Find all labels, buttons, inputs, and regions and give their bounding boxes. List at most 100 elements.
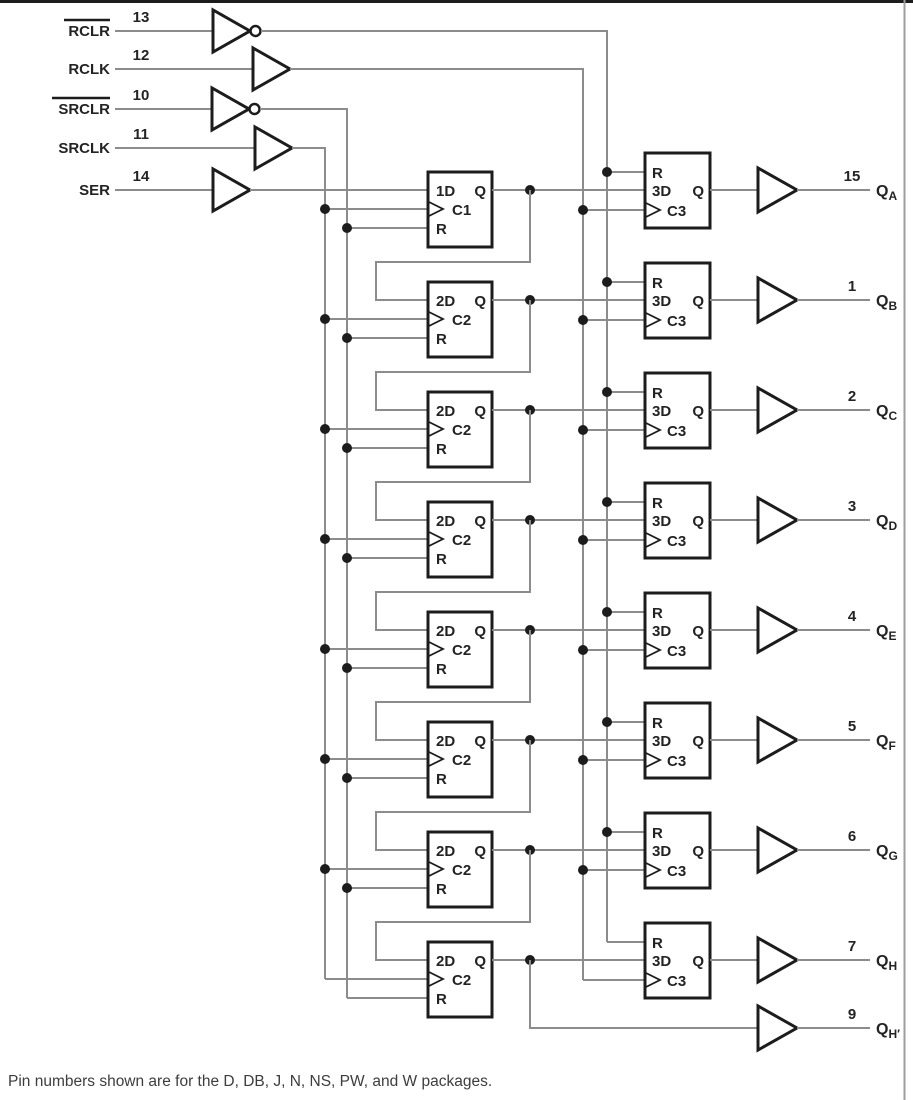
ff-q-label: Q <box>474 403 486 420</box>
latch-q-label: Q <box>692 623 704 640</box>
ff-clk-label: C2 <box>452 972 471 989</box>
ff-r-label: R <box>436 881 447 898</box>
ff-box <box>426 500 494 579</box>
output-buffer-icon <box>756 825 801 875</box>
clock-wedge-icon <box>645 752 663 768</box>
ff-d-label: 2D <box>436 733 455 750</box>
pin-number-rclr: 13 <box>133 9 150 26</box>
clock-wedge-icon <box>645 202 663 218</box>
pin-number-output: 2 <box>848 388 856 405</box>
output-label: QB <box>876 293 897 313</box>
clock-wedge-icon <box>428 531 446 547</box>
junction-dot <box>342 883 352 893</box>
output-label-base: Q <box>876 623 888 640</box>
latch-box <box>643 371 712 450</box>
ff-r-label: R <box>436 441 447 458</box>
output-buffer-icon <box>756 715 801 765</box>
ff-r-label: R <box>436 991 447 1008</box>
input-label-rclr: RCLR <box>68 23 110 40</box>
latch-clk-label: C3 <box>667 643 686 660</box>
ff-r-label: R <box>436 661 447 678</box>
junction-dot <box>602 827 612 837</box>
ff-d-label: 2D <box>436 843 455 860</box>
ff-q-label: Q <box>474 623 486 640</box>
clock-wedge-icon <box>428 861 446 877</box>
wire-bus-rclk <box>290 68 584 980</box>
latch-q-label: Q <box>692 183 704 200</box>
latch-q-label: Q <box>692 843 704 860</box>
clock-wedge-icon <box>645 422 663 438</box>
buffer-icon-ser <box>211 166 254 214</box>
output-label-subscript: F <box>888 739 895 753</box>
latch-r-label: R <box>652 495 663 512</box>
output-label: QH′ <box>876 1021 900 1041</box>
ff-box <box>426 280 494 359</box>
ff-d-label: 2D <box>436 403 455 420</box>
pin-number-output: 15 <box>844 168 861 185</box>
output-label-subscript: H <box>888 959 897 973</box>
wire-bus-srclr <box>260 108 348 998</box>
ff-clk-label: C2 <box>452 862 471 879</box>
pin-number-rclk: 12 <box>133 47 150 64</box>
wire-q-to-next-d <box>375 190 531 301</box>
junction-dot <box>342 663 352 673</box>
wire-q-to-next-d <box>375 740 531 851</box>
pin-number-output: 3 <box>848 498 856 515</box>
ff-r-label: R <box>436 331 447 348</box>
clock-wedge-icon <box>645 642 663 658</box>
wire-q-to-next-d <box>375 520 531 631</box>
ff-box <box>426 830 494 909</box>
junction-dot <box>602 607 612 617</box>
serial-output: 9QH′ <box>756 1003 900 1053</box>
output-buffer-icon <box>756 165 801 215</box>
pin-number-output: 4 <box>848 608 857 625</box>
wire-q-to-next-d <box>375 300 531 411</box>
junction-dot <box>578 645 588 655</box>
ff-d-label: 2D <box>436 623 455 640</box>
latch-box <box>643 811 712 890</box>
junction-dot <box>578 425 588 435</box>
input-label-ser: SER <box>79 182 110 199</box>
inverter-bubble-icon <box>248 102 261 116</box>
latch-d-label: 3D <box>652 293 671 310</box>
ff-r-label: R <box>436 221 447 238</box>
junction-dot <box>342 223 352 233</box>
latch-clk-label: C3 <box>667 753 686 770</box>
latch-box <box>643 151 712 230</box>
ff-box <box>426 170 494 249</box>
latch-q-label: Q <box>692 403 704 420</box>
junction-dot <box>578 865 588 875</box>
output-label-base: Q <box>876 843 888 860</box>
latch-clk-label: C3 <box>667 423 686 440</box>
wire-q-to-next-d <box>375 410 531 521</box>
output-label: QE <box>876 623 896 643</box>
buffer-icon-srclr <box>210 85 253 133</box>
output-label-subscript: A <box>888 189 897 203</box>
latch-d-label: 3D <box>652 183 671 200</box>
latch-r-label: R <box>652 825 663 842</box>
clock-wedge-icon <box>645 312 663 328</box>
pin-number-output: 6 <box>848 828 856 845</box>
output-label-base: Q <box>876 733 888 750</box>
latch-d-label: 3D <box>652 843 671 860</box>
latch-r-label: R <box>652 275 663 292</box>
junction-dot <box>320 644 330 654</box>
latch-r-label: R <box>652 715 663 732</box>
clock-wedge-icon <box>428 971 446 987</box>
latch-clk-label: C3 <box>667 313 686 330</box>
latch-clk-label: C3 <box>667 533 686 550</box>
clock-wedge-icon <box>428 421 446 437</box>
output-label-base: Q <box>876 953 888 970</box>
ff-d-label: 1D <box>436 183 455 200</box>
pin-number-srclr: 10 <box>133 87 150 104</box>
junction-dot <box>320 534 330 544</box>
output-label-base: Q <box>876 1021 888 1038</box>
